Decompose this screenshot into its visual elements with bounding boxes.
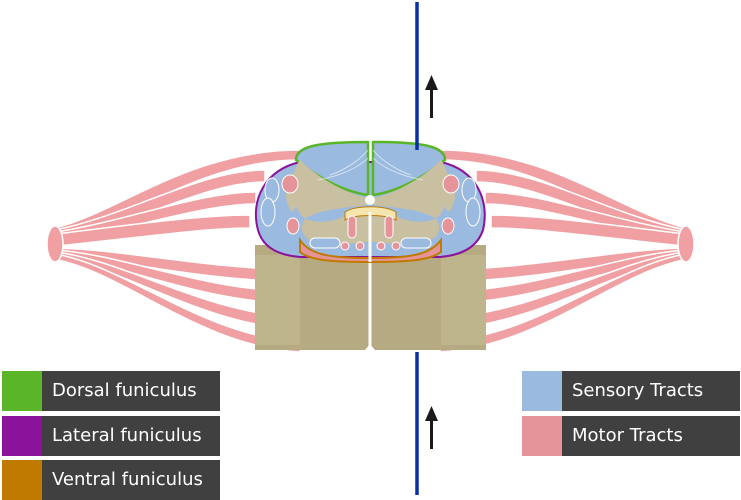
legend-swatch-motor xyxy=(522,416,562,456)
legend-swatch-sensory xyxy=(522,371,562,411)
legend-swatch-lateral xyxy=(2,416,42,456)
right-nerve-roots xyxy=(439,149,695,353)
legend-dorsal-funiculus: Dorsal funiculus xyxy=(2,371,220,411)
legend-label-motor: Motor Tracts xyxy=(562,416,740,456)
legend-label-ventral: Ventral funiculus xyxy=(42,460,220,500)
legend-label-lateral: Lateral funiculus xyxy=(42,416,220,456)
legend-label-dorsal: Dorsal funiculus xyxy=(42,371,220,411)
legend-swatch-dorsal xyxy=(2,371,42,411)
spinal-cord-body xyxy=(255,240,486,350)
legend-label-sensory: Sensory Tracts xyxy=(562,371,740,411)
legend-swatch-ventral xyxy=(2,460,42,500)
up-arrow-icon-lower xyxy=(425,406,438,449)
cross-section xyxy=(254,140,486,264)
legend-sensory-tracts: Sensory Tracts xyxy=(522,371,740,411)
legend-lateral-funiculus: Lateral funiculus xyxy=(2,416,220,456)
legend-motor-tracts: Motor Tracts xyxy=(522,416,740,456)
left-nerve-roots xyxy=(46,149,301,353)
legend-ventral-funiculus: Ventral funiculus xyxy=(2,460,220,500)
up-arrow-icon xyxy=(425,75,438,118)
